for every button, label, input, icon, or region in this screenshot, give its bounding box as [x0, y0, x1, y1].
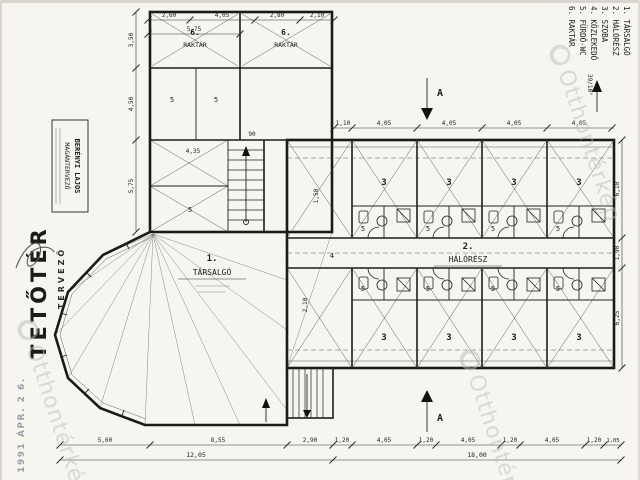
dim-label: 4,05	[461, 437, 476, 444]
room-number-3: 3	[511, 178, 516, 188]
dim-label: 5,60	[98, 437, 113, 444]
legend-item: 6. RAKTÁR	[567, 6, 576, 47]
wing-b-roof-lines	[286, 139, 615, 369]
dim-label: 1,90	[614, 245, 621, 260]
dim-label: 90	[248, 131, 256, 138]
dim-label: 4,05	[507, 120, 522, 127]
dim-label: 1,20	[503, 437, 518, 444]
room-label-raktar: RAKTÁR	[274, 40, 298, 49]
room-number-5: 5	[426, 285, 430, 293]
room-number-5: 5	[491, 225, 495, 233]
north-arrow: 39/10°	[586, 74, 602, 112]
legend-item: 3. SZOBA	[600, 6, 609, 43]
dim-label: 4,50	[128, 96, 135, 111]
room-labels: 6. RAKTÁR 6. RAKTÁR 5 5 5 3 3 3 3 3 3 3 …	[170, 28, 582, 343]
room-number-6: 6.	[190, 28, 200, 37]
room-number-5: 5	[170, 96, 174, 104]
room-number-3: 3	[446, 178, 451, 188]
room-number-3: 3	[576, 333, 581, 343]
room-number-3: 3	[576, 178, 581, 188]
room-number-5: 5	[556, 285, 560, 293]
section-marker-bottom: A	[421, 390, 443, 432]
dim-label: 4,05	[377, 437, 392, 444]
room-number-5: 5	[361, 285, 365, 293]
dim-label: 2,80	[270, 12, 285, 19]
room-label-tarsalgo: TÁRSALGÓ	[193, 266, 232, 277]
section-marker-top: A	[421, 78, 443, 120]
room-number-3: 3	[511, 333, 516, 343]
legend-item: 4. KÖZLEKEDŐ	[589, 6, 598, 61]
dim-label: 1,20	[335, 437, 350, 444]
room-number-5: 5	[491, 285, 495, 293]
dimension-labels: 2,60 4,05 2,80 2,10 5,75 1,10 4,05 4,05 …	[98, 12, 621, 459]
dim-label: 4,05	[545, 437, 560, 444]
dim-label: 2,90	[303, 437, 318, 444]
room-number-2: 2.	[463, 242, 474, 252]
room-number-5: 5	[188, 206, 192, 214]
section-label-bottom: A	[437, 413, 443, 424]
dim-label: 18,00	[467, 451, 487, 459]
room-label-raktar: RAKTÁR	[183, 40, 207, 49]
legend-item: 5. FÜRDŐ-WC	[578, 6, 587, 56]
dim-label: 4,05	[377, 120, 392, 127]
dim-label: 4,35	[186, 148, 201, 155]
roof-construction-lines	[54, 13, 333, 426]
dim-label: 6,10	[614, 181, 621, 196]
room-label-halo: HÁLÓRÉSZ	[449, 253, 488, 264]
watermark-text: Otthontérkép	[21, 342, 94, 480]
wing-a-walls	[148, 10, 334, 234]
dim-label: 1,20	[419, 437, 434, 444]
dim-label: 2,10	[310, 12, 325, 19]
architect-stamp: BERÉNYI LAJOS MAGÁNTERVEZŐ	[51, 119, 89, 213]
watermark: Otthontérkép	[549, 44, 625, 225]
stamp-name: BERÉNYI LAJOS	[73, 139, 82, 194]
room-number-5: 5	[214, 96, 218, 104]
roof-pitch-label: 39/10°	[586, 74, 593, 96]
dim-label: 6,25	[614, 310, 621, 325]
room-number-5: 5	[361, 225, 365, 233]
dim-label: 5,75	[187, 26, 202, 33]
dim-label: 1,50	[313, 188, 320, 203]
room-number-3: 3	[446, 333, 451, 343]
signature	[15, 242, 55, 269]
dimension-lines	[56, 8, 626, 464]
stamp-title: MAGÁNTERVEZŐ	[63, 143, 72, 190]
dim-label: 4,05	[215, 12, 230, 19]
room-number-5: 5	[556, 225, 560, 233]
legend-item: 2. HÁLÓRÉSZ	[611, 6, 620, 56]
room-number-3: 3	[381, 333, 386, 343]
dim-label: 2,10	[302, 297, 309, 312]
legend-item: 1. TÁRSALGÓ	[622, 6, 631, 56]
lower-stair	[262, 367, 334, 422]
wing-a-stairs	[228, 146, 264, 225]
legend: 1. TÁRSALGÓ 2. HÁLÓRÉSZ 3. SZOBA 4. KÖZL…	[567, 6, 631, 61]
room-number-5: 5	[426, 225, 430, 233]
room-number-6: 6.	[281, 28, 291, 37]
room-number-4: 4	[330, 252, 334, 260]
wing-b-walls	[285, 138, 616, 370]
dim-label: 1,20	[587, 437, 602, 444]
dim-label: 1,05	[606, 438, 619, 444]
watermark-text: Otthontérkép	[463, 372, 536, 480]
section-label-top: A	[437, 88, 443, 99]
dim-label: 1,10	[336, 120, 351, 127]
dim-label: 3,50	[128, 32, 135, 47]
dim-label: 2,60	[162, 12, 177, 19]
dim-label: 12,05	[186, 451, 206, 459]
drawing-role: TERVEZŐ	[56, 247, 66, 309]
room-number-3: 3	[381, 178, 386, 188]
dim-label: 4,05	[442, 120, 457, 127]
dim-label: 8,55	[211, 437, 226, 444]
dim-label: 5,75	[128, 178, 135, 193]
dim-label: 4,05	[572, 120, 587, 127]
octagon-room-walls	[53, 230, 289, 427]
room-number-1: 1.	[207, 254, 218, 264]
date-stamp: 1991 ÁPR. 2 6.	[15, 377, 27, 472]
